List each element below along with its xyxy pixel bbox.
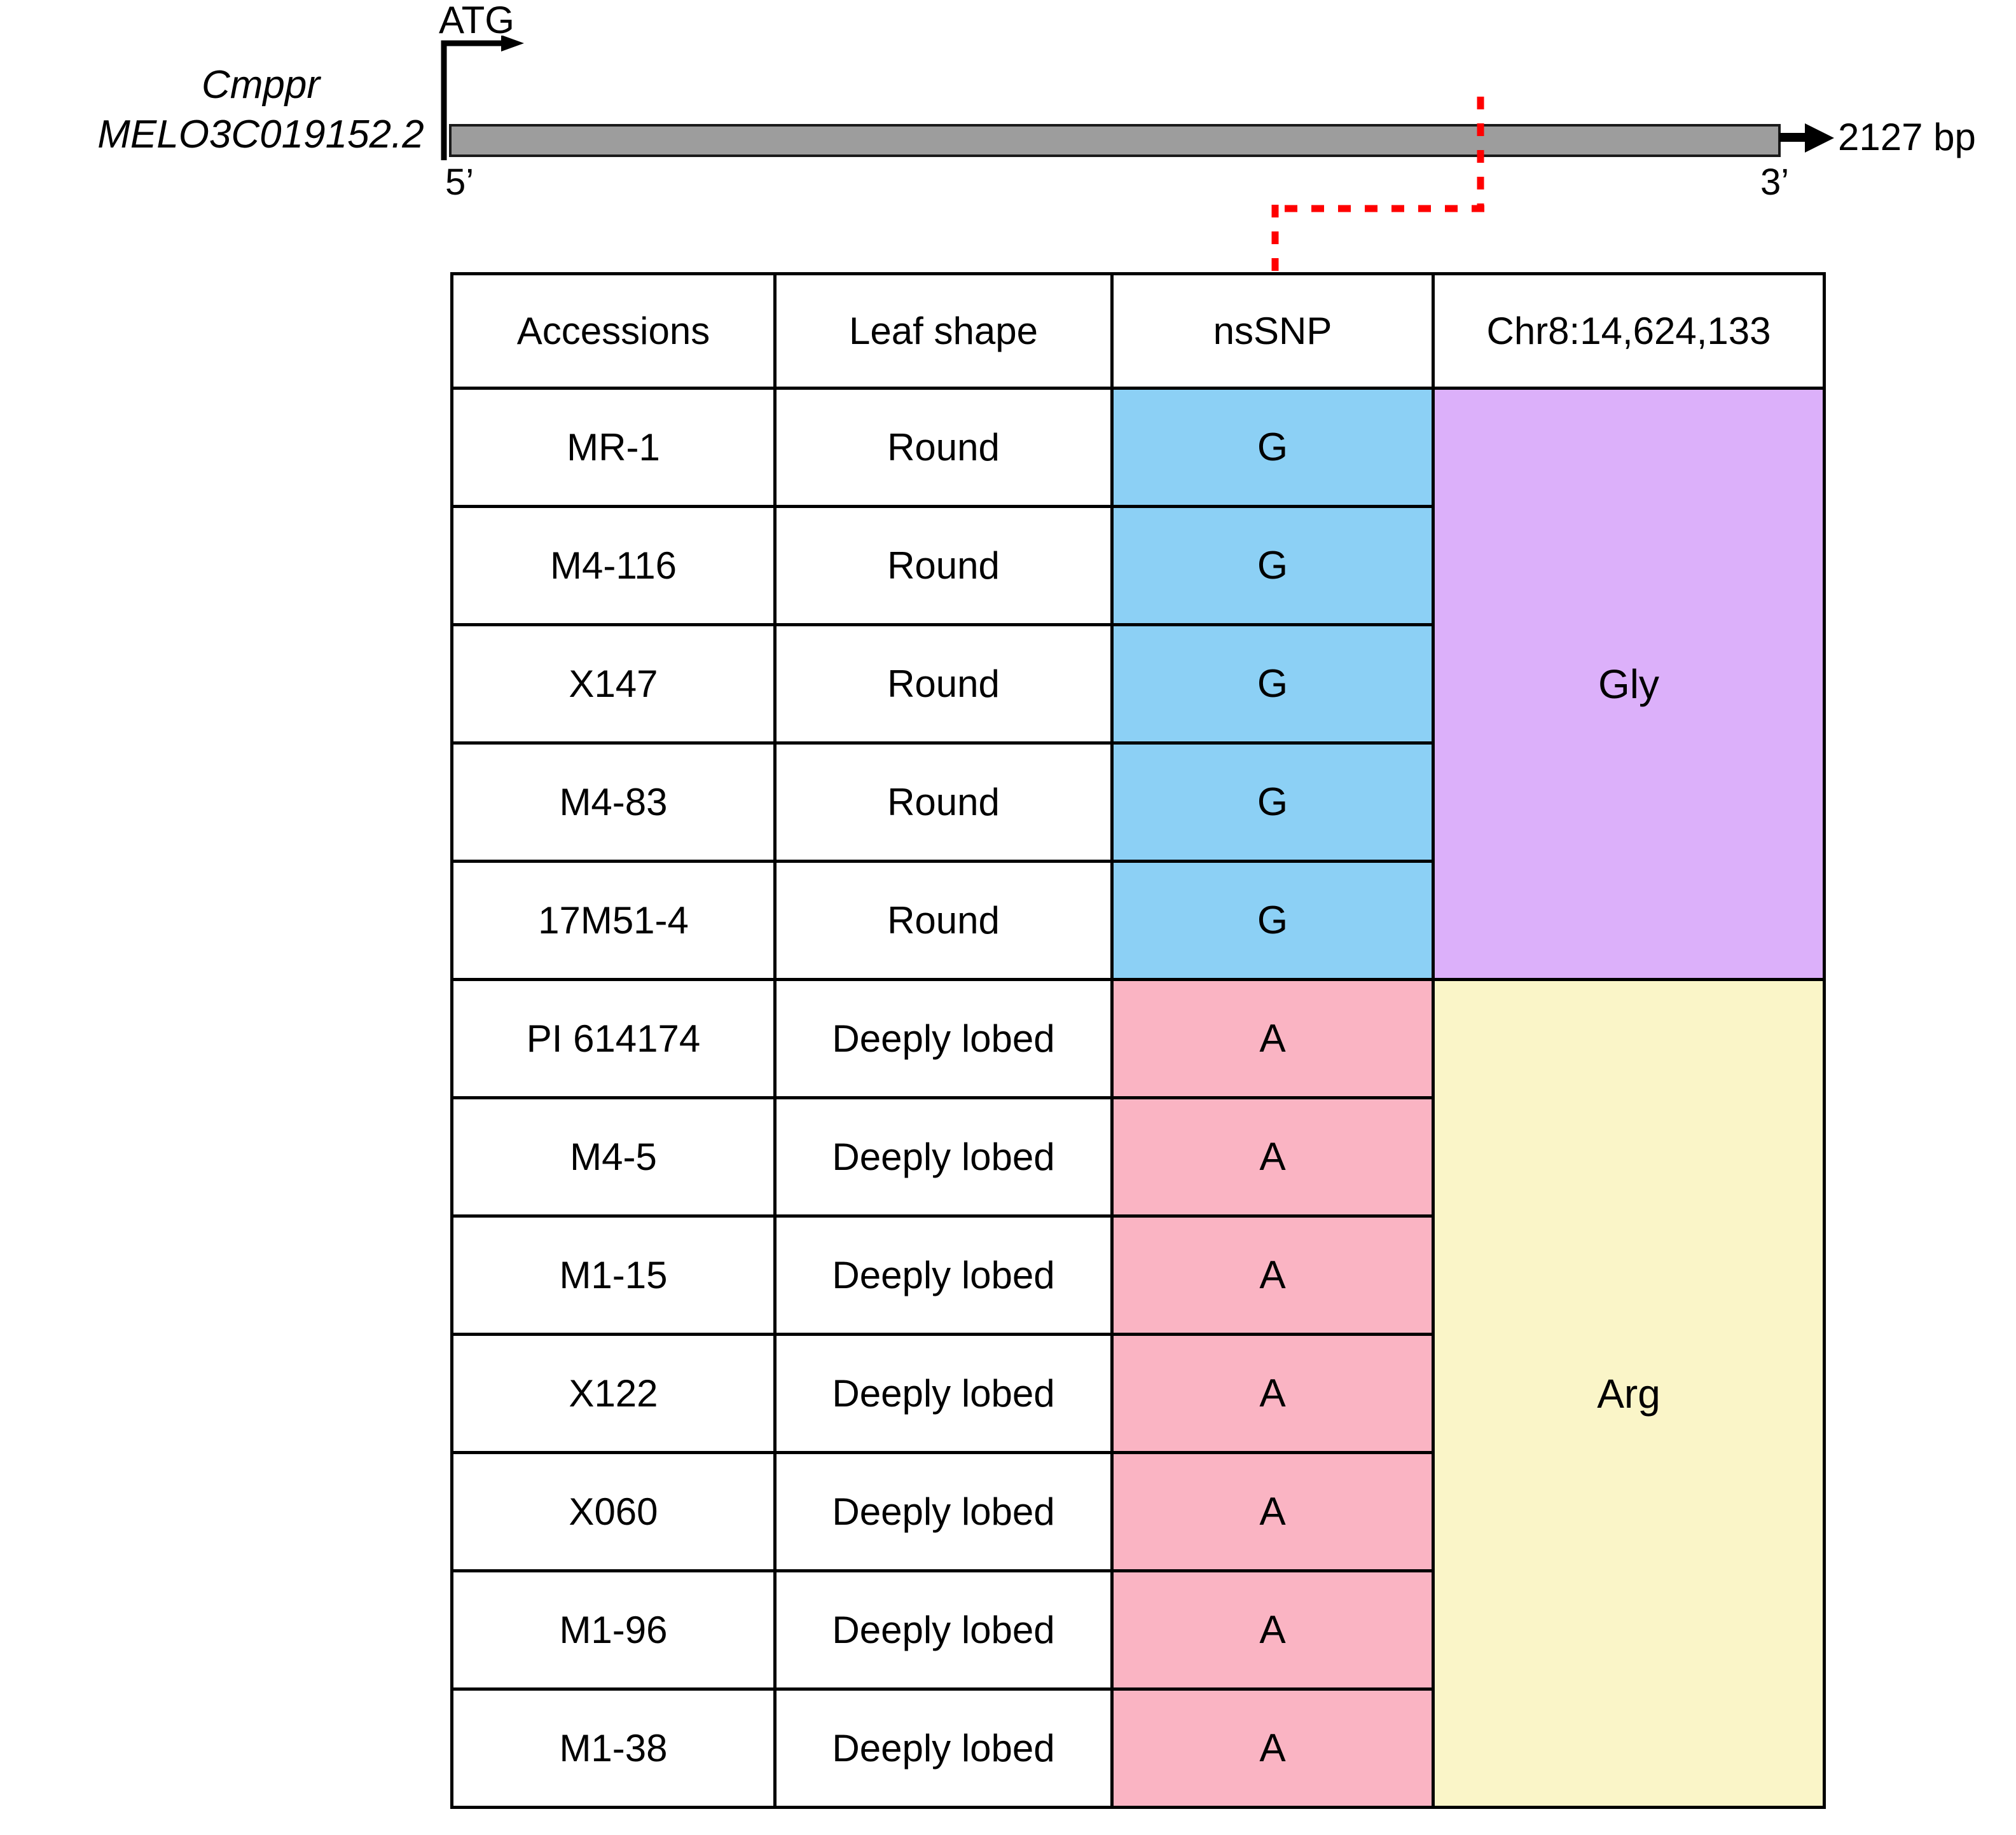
cell-accession: X122 [450,1333,777,1454]
cell-nssnp: A [1110,1569,1435,1691]
cell-accession: X060 [450,1451,777,1572]
table-header-row: Accessions Leaf shape nsSNP Chr8:14,624,… [450,272,1826,390]
cell-nssnp: A [1110,1214,1435,1336]
col-header-leaf-shape: Leaf shape [773,272,1114,390]
cell-nssnp: A [1110,1451,1435,1572]
cell-leaf-shape: Round [773,860,1114,981]
col-header-nssnp: nsSNP [1110,272,1435,390]
cell-leaf-shape: Deeply lobed [773,978,1114,1099]
cell-leaf-shape: Round [773,741,1114,863]
cell-leaf-shape: Deeply lobed [773,1569,1114,1691]
start-codon-label: ATG [439,0,514,41]
cell-accession: M1-38 [450,1687,777,1809]
cell-accession: M4-116 [450,505,777,626]
cell-leaf-shape: Deeply lobed [773,1096,1114,1218]
accession-snp-table: Accessions Leaf shape nsSNP Chr8:14,624,… [450,272,1826,1809]
cell-leaf-shape: Deeply lobed [773,1451,1114,1572]
cell-nssnp: A [1110,1687,1435,1809]
gene-locus-id: MELO3C019152.2 [97,113,424,156]
cell-nssnp: A [1110,1096,1435,1218]
cell-accession: 17M51-4 [450,860,777,981]
cell-leaf-shape: Round [773,505,1114,626]
cell-accession: X147 [450,623,777,745]
cell-accession: PI 614174 [450,978,777,1099]
gene-direction-arrow-icon [1779,118,1837,167]
cell-leaf-shape: Round [773,387,1114,508]
cell-nssnp: G [1110,623,1435,745]
cell-accession: MR-1 [450,387,777,508]
cell-amino-acid: Gly [1432,387,1826,981]
cell-amino-acid: Arg [1432,978,1826,1809]
gene-body-bar [449,124,1781,157]
gene-name-label: Cmppr MELO3C019152.2 [83,60,439,160]
cell-nssnp: A [1110,978,1435,1099]
cell-accession: M1-15 [450,1214,777,1336]
five-prime-label: 5’ [445,162,474,203]
cell-nssnp: G [1110,741,1435,863]
cell-nssnp: G [1110,505,1435,626]
cell-leaf-shape: Deeply lobed [773,1687,1114,1809]
col-header-accessions: Accessions [450,272,777,390]
three-prime-label: 3’ [1760,162,1790,203]
cell-leaf-shape: Deeply lobed [773,1214,1114,1336]
cell-leaf-shape: Deeply lobed [773,1333,1114,1454]
col-header-chr-position: Chr8:14,624,133 [1432,272,1826,390]
gene-length-label: 2127 bp [1838,116,1976,158]
cell-nssnp: G [1110,860,1435,981]
cell-leaf-shape: Round [773,623,1114,745]
cell-accession: M4-5 [450,1096,777,1218]
cell-accession: M1-96 [450,1569,777,1691]
gene-symbol: Cmppr [201,63,321,107]
cell-nssnp: A [1110,1333,1435,1454]
transcription-start-arrow-icon [439,35,528,166]
cell-accession: M4-83 [450,741,777,863]
cell-nssnp: G [1110,387,1435,508]
